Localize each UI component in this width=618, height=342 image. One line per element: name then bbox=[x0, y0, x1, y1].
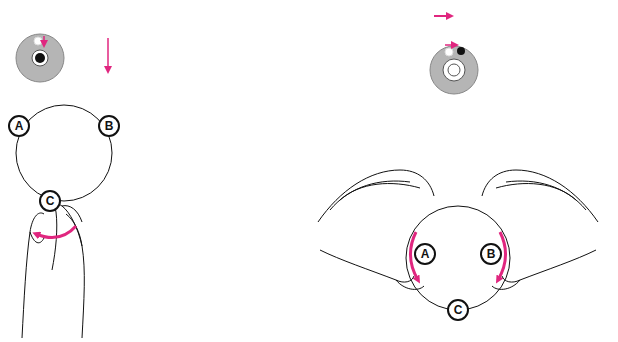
callout-letter: C bbox=[454, 304, 463, 316]
callout-letter: C bbox=[46, 195, 55, 207]
hand bbox=[318, 170, 434, 289]
letter-circle: C bbox=[447, 299, 469, 321]
turn-arrow bbox=[36, 226, 76, 238]
callout-letter: B bbox=[487, 248, 496, 260]
letter-circle: B bbox=[98, 115, 120, 137]
direction-arrow bbox=[107, 38, 109, 70]
callout-letter: B bbox=[105, 120, 114, 132]
hand bbox=[22, 205, 84, 338]
ring bbox=[16, 105, 112, 201]
callout-letter: A bbox=[421, 248, 430, 260]
disc-icon bbox=[16, 34, 64, 82]
callout-letter: A bbox=[15, 120, 24, 132]
disc-icon bbox=[430, 45, 478, 94]
hand bbox=[482, 170, 598, 289]
letter-circle: A bbox=[8, 115, 30, 137]
direction-arrow bbox=[434, 15, 450, 17]
letter-circle: A bbox=[414, 243, 436, 265]
ring bbox=[406, 206, 510, 310]
letter-circle: B bbox=[480, 243, 502, 265]
letter-circle: C bbox=[39, 190, 61, 212]
